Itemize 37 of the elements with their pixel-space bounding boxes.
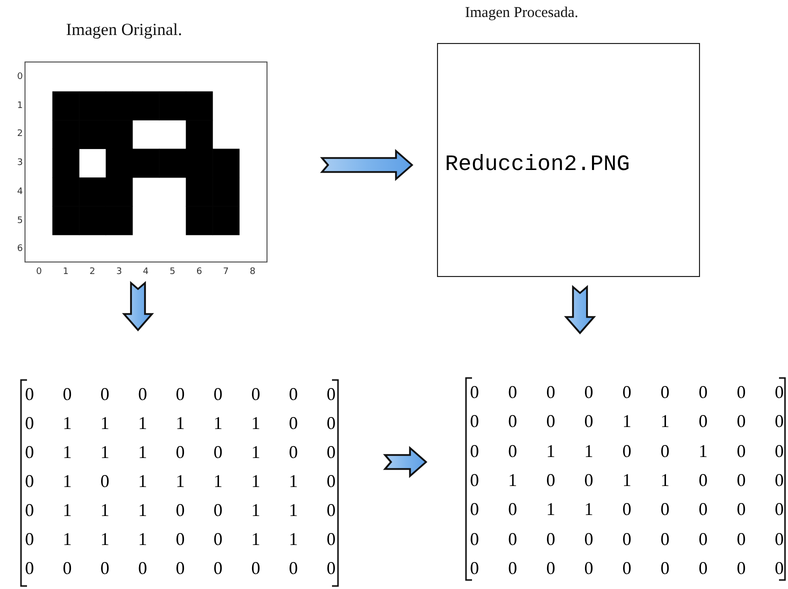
axis-tick-label: 3	[17, 158, 23, 168]
axis-tick-label: 0	[36, 267, 42, 277]
axis-tick-label: 6	[196, 267, 202, 277]
matrix-row: 0 0 0 0 0 0 0 0 0	[470, 528, 784, 548]
block-arrow	[320, 149, 414, 181]
matrix-row: 0 0 0 0 0 0 0 0 0	[470, 382, 784, 402]
axis-tick-label: 1	[62, 267, 69, 277]
matrix-row: 0 0 0 0 0 0 0 0 0	[25, 384, 336, 404]
matrix-row: 0 0 0 0 1 1 0 0 0	[470, 411, 784, 432]
axis-tick-label: 7	[223, 267, 229, 277]
axis-tick-label: 2	[90, 267, 96, 277]
matrix-row: 0 0 1 1 0 0 0 0 0	[470, 499, 784, 520]
matrix-row: 0 0 1 1 0 0 1 0 0	[470, 440, 784, 461]
axis-tick-label: 6	[17, 244, 23, 254]
block-arrow	[383, 446, 428, 478]
matrix-row: 0 1 0 1 1 1 1 1 0	[25, 471, 336, 491]
matrix-row: 0 1 1 1 0 0 1 1 0	[25, 500, 336, 520]
axis-tick-label: 5	[170, 267, 176, 277]
axis-tick-label: 8	[250, 267, 256, 277]
axis-tick-label: 4	[17, 186, 23, 197]
matrix-row: 0 0 0 0 0 0 0 0 0	[25, 558, 336, 578]
matrix-row: 0 1 1 1 0 0 1 1 0	[25, 529, 336, 549]
matrix-row: 0 0 0 0 0 0 0 0 0	[470, 558, 784, 578]
axis-tick-label: 2	[17, 129, 23, 140]
matrix-row: 0 1 1 1 0 0 1 0 0	[25, 442, 336, 462]
axis-tick-label: 5	[17, 216, 23, 226]
matrix-row: 0 1 0 0 1 1 0 0 0	[470, 470, 784, 490]
image-title: Imagen Original.	[66, 20, 182, 40]
block-arrow	[564, 285, 596, 334]
file-name: Reduccion2.PNG	[445, 152, 630, 177]
matrix-row: 0 1 1 1 1 1 1 0 0	[25, 413, 336, 433]
axis-tick-label: 3	[116, 267, 122, 277]
image-title: Imagen Procesada.	[465, 5, 578, 22]
axis-tick-label: 4	[142, 267, 149, 277]
block-arrow	[122, 281, 154, 332]
axis-tick-label: 1	[17, 100, 23, 111]
axis-tick-label: 0	[17, 72, 23, 82]
